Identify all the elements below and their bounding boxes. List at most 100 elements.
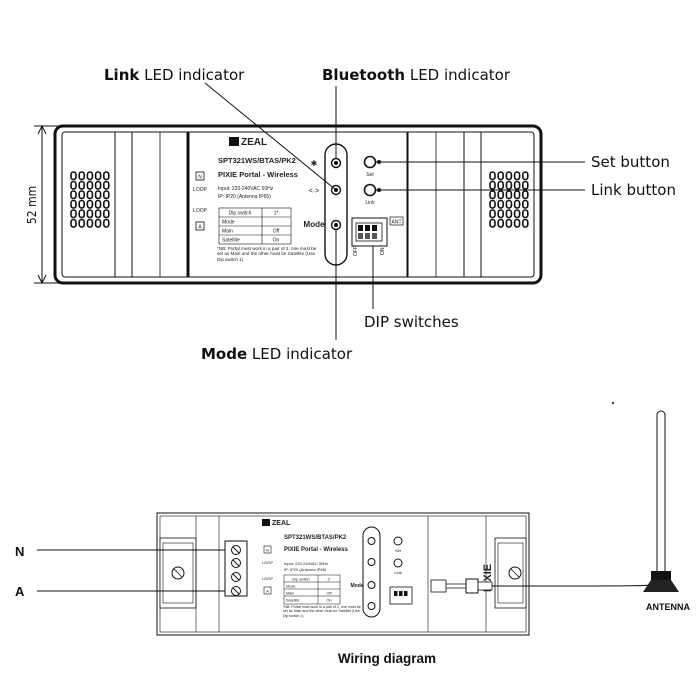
- link-led-callout: Link LED indicator: [104, 66, 245, 84]
- antenna-base: [643, 580, 679, 592]
- model-number: SPT321WS/BTAS/PK2: [218, 156, 296, 165]
- vent-slot: [103, 199, 110, 209]
- left-end-cap: [114, 131, 190, 278]
- dip-switch-3-base: [372, 233, 377, 239]
- wiring-input-rating: Input: 220-240VAC 50Hz: [284, 561, 328, 566]
- vent-slot: [489, 218, 496, 228]
- wiring-dip-table-row-satellite: Satellite: [286, 599, 300, 603]
- vent-slot: [86, 180, 94, 190]
- dip-switch-2-base: [365, 233, 370, 239]
- vent-slot: [78, 209, 85, 219]
- wiring-set-button[interactable]: [393, 536, 403, 546]
- wiring-right-screw-slot: [510, 568, 520, 578]
- vent-slot: [505, 171, 513, 181]
- dip-switch-3[interactable]: [372, 225, 377, 231]
- wiring-dip-table-row-mode: Mode: [286, 585, 296, 589]
- dip-table-row-main: Main: [222, 229, 233, 235]
- vent-slot: [78, 171, 85, 181]
- link-button-label: Link: [365, 200, 375, 206]
- terminal-a-box: [195, 221, 205, 231]
- vent-slot: [86, 171, 94, 181]
- wire-a-label: A: [15, 584, 25, 599]
- dimension-marker: [34, 124, 60, 285]
- vent-slot: [70, 171, 77, 181]
- vent-slot: [505, 180, 513, 190]
- wiring-dip-2[interactable]: [399, 591, 403, 596]
- wiring-terminal-a-label: A: [266, 589, 269, 594]
- wiring-dip-3[interactable]: [404, 591, 408, 596]
- dip-table-row-mode: Mode: [222, 220, 235, 226]
- wiring-right-clamp: [497, 542, 524, 604]
- wiring-ip-rating: IP: IP20 (Antenna IP65): [284, 567, 327, 572]
- set-callout-dot: [377, 160, 381, 164]
- vent-slot: [497, 190, 505, 200]
- wiring-left-screw-slot: [173, 568, 183, 578]
- dip-switch-2[interactable]: [365, 225, 370, 231]
- vent-slot: [505, 199, 513, 209]
- dip-switch-1[interactable]: [358, 225, 363, 231]
- vent-slot: [94, 190, 102, 200]
- dip-switch-1-base: [358, 233, 363, 239]
- vent-slot: [94, 218, 102, 228]
- wire-n-label: N: [15, 544, 24, 559]
- wiring-dip-table: [283, 574, 341, 605]
- stray-dot: [611, 401, 615, 405]
- vent-slot: [513, 190, 521, 200]
- dip-off-label: OFF: [353, 246, 359, 256]
- terminal-screw-slot: [232, 546, 240, 554]
- right-end-cap: [406, 131, 482, 278]
- vent-slot: [489, 199, 496, 209]
- vent-slot: [497, 171, 505, 181]
- terminal-a-label: A: [198, 225, 202, 231]
- antenna-label: ANTENNA: [646, 602, 690, 612]
- label-panel: ZEAL SPT321WS/BTAS/PK2 PIXIE Portal - Wi…: [193, 137, 325, 262]
- wiring-dip-table-header-2: 1*: [327, 578, 331, 582]
- mode-callout-dot: [334, 223, 338, 227]
- wiring-link-button[interactable]: [393, 558, 403, 568]
- vent-slot: [497, 218, 505, 228]
- wiring-led-strip: [362, 526, 381, 618]
- wiring-loop-label-1: LOOP: [262, 560, 273, 565]
- vent-slot: [505, 209, 513, 219]
- terminal-screws: [231, 545, 241, 596]
- terminal-screw-slot: [232, 587, 240, 595]
- loop-label-2: LOOP: [193, 208, 208, 214]
- vent-slot: [521, 218, 529, 228]
- vent-slot: [513, 209, 521, 219]
- ip-rating: IP: IP20 (Antenna IP65): [218, 194, 271, 200]
- set-button-callout: Set button: [591, 153, 670, 171]
- zeal-logo-mark: [229, 137, 239, 146]
- link-button[interactable]: [363, 183, 377, 197]
- terminal-screw-slot: [232, 559, 240, 567]
- dip-table: [218, 207, 292, 245]
- ant-label: ANT: [392, 220, 402, 226]
- terminal-n-box: [195, 171, 205, 181]
- vent-slot: [521, 209, 529, 219]
- vent-slot: [70, 199, 77, 209]
- vent-slot: [103, 180, 110, 190]
- bluetooth-callout-dot: [334, 161, 338, 165]
- vent-slot: [521, 199, 529, 209]
- vent-slot: [513, 171, 521, 181]
- set-button[interactable]: [363, 155, 377, 169]
- wiring-device-note: *NB: Portal must work in a pair of 2, on…: [283, 605, 361, 618]
- vent-slot: [86, 190, 94, 200]
- vent-slot: [521, 190, 529, 200]
- vent-slot: [86, 218, 94, 228]
- vent-slot: [505, 190, 513, 200]
- link-symbol: <·>: [309, 188, 320, 195]
- bluetooth-symbol: ✱: [311, 159, 318, 168]
- wiring-diagram-view: PIXIE ZEAL SPT321WS/BTAS/PK2 PIXIE Porta…: [15, 410, 690, 666]
- wiring-dip-table-row-main: Main: [286, 592, 294, 596]
- linkbtn-callout-dot: [377, 188, 381, 192]
- vent-grille-left: [70, 171, 110, 228]
- vent-slot: [103, 218, 110, 228]
- wiring-dip-1[interactable]: [394, 591, 398, 596]
- wire-lines: [37, 549, 225, 592]
- wiring-terminal-a-box: [263, 586, 272, 595]
- wiring-terminal-n-label: N: [266, 548, 269, 553]
- vent-slot: [513, 180, 521, 190]
- vent-slot: [70, 190, 77, 200]
- dip-table-header-1: Dip switch: [229, 211, 252, 217]
- callout-lines: [204, 82, 585, 340]
